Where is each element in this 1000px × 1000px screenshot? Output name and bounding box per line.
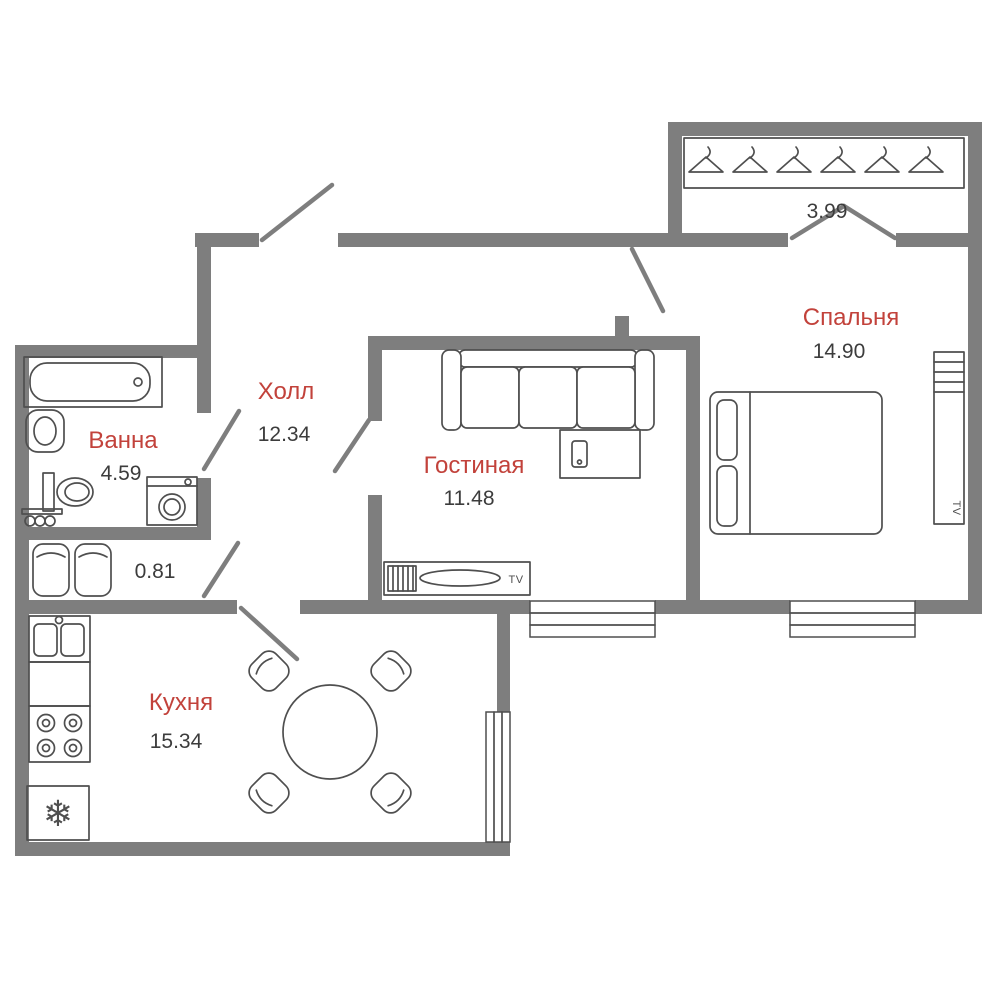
burner bbox=[63, 713, 83, 733]
room-label-bathroom: Ванна bbox=[88, 427, 158, 454]
kitchen-cabinet bbox=[28, 661, 91, 707]
toilet bbox=[42, 472, 94, 512]
pillow bbox=[716, 399, 738, 461]
tv-label-bedroom: TV bbox=[950, 500, 962, 515]
door-swings bbox=[201, 182, 898, 662]
area-label-hall: 12.34 bbox=[258, 423, 311, 446]
dining-chair bbox=[370, 772, 412, 814]
phone bbox=[571, 440, 588, 468]
bed bbox=[709, 391, 883, 535]
wardrobe-rail bbox=[683, 137, 965, 189]
tv-cabinet-living: TV bbox=[383, 561, 531, 596]
towel-hooks bbox=[21, 508, 63, 527]
storage-chair bbox=[74, 543, 112, 597]
hanger-icon bbox=[776, 146, 812, 173]
storage-chair bbox=[32, 543, 70, 597]
door-swing-living-room bbox=[332, 417, 372, 474]
storage-items bbox=[32, 543, 112, 597]
hanger-icon bbox=[864, 146, 900, 173]
tv-label-living: TV bbox=[508, 574, 523, 586]
area-label-bedroom: 14.90 bbox=[813, 340, 866, 363]
walls bbox=[15, 122, 982, 856]
burner bbox=[36, 713, 56, 733]
area-label-living-room: 11.48 bbox=[444, 487, 495, 510]
burner bbox=[63, 738, 83, 758]
room-label-bedroom: Спальня bbox=[803, 304, 899, 331]
stove bbox=[28, 705, 91, 763]
tv-screen bbox=[419, 569, 501, 587]
hanger-icon bbox=[908, 146, 944, 173]
speaker bbox=[387, 565, 417, 592]
sofa bbox=[441, 349, 655, 431]
hanger-icon bbox=[820, 146, 856, 173]
dining-chair bbox=[248, 772, 290, 814]
cistern bbox=[42, 472, 55, 512]
dining-chair bbox=[248, 650, 290, 692]
hanger-icon bbox=[732, 146, 768, 173]
door-swing-entry bbox=[259, 182, 335, 243]
room-label-hall: Холл bbox=[258, 378, 315, 405]
tv-unit-bedroom: TV bbox=[933, 351, 965, 525]
pillow bbox=[716, 465, 738, 527]
faucet bbox=[54, 615, 64, 625]
door-swing-storage bbox=[201, 540, 241, 599]
dining-set bbox=[248, 650, 412, 814]
fridge: ❄ bbox=[26, 785, 90, 841]
burner bbox=[36, 738, 56, 758]
washing-machine bbox=[146, 476, 198, 526]
windows bbox=[485, 600, 916, 843]
drain bbox=[133, 377, 143, 387]
dining-table bbox=[282, 684, 378, 780]
door-swing-bathroom bbox=[201, 408, 242, 472]
door-swing-kitchen bbox=[238, 605, 300, 662]
washbasin bbox=[25, 409, 65, 453]
room-label-living-room: Гостиная bbox=[424, 452, 525, 479]
door-swing-wardrobe-left bbox=[789, 203, 847, 241]
snowflake-icon: ❄ bbox=[43, 793, 73, 834]
hanger-icon bbox=[688, 146, 724, 173]
bathtub bbox=[23, 356, 163, 408]
area-label-wardrobe: 3.99 bbox=[807, 200, 848, 223]
window-living-room bbox=[529, 600, 656, 638]
dining-chair bbox=[370, 650, 412, 692]
kitchen-sink bbox=[28, 615, 91, 663]
area-label-kitchen: 15.34 bbox=[150, 730, 203, 753]
area-label-storage: 0.81 bbox=[135, 560, 176, 583]
window-balcony-kitchen bbox=[485, 711, 511, 843]
door-swing-wardrobe-right bbox=[841, 203, 898, 241]
room-label-kitchen: Кухня bbox=[149, 689, 213, 716]
area-label-bathroom: 4.59 bbox=[101, 462, 142, 485]
side-table bbox=[559, 429, 641, 479]
door-swing-bedroom bbox=[629, 246, 666, 314]
window-bedroom bbox=[789, 600, 916, 638]
